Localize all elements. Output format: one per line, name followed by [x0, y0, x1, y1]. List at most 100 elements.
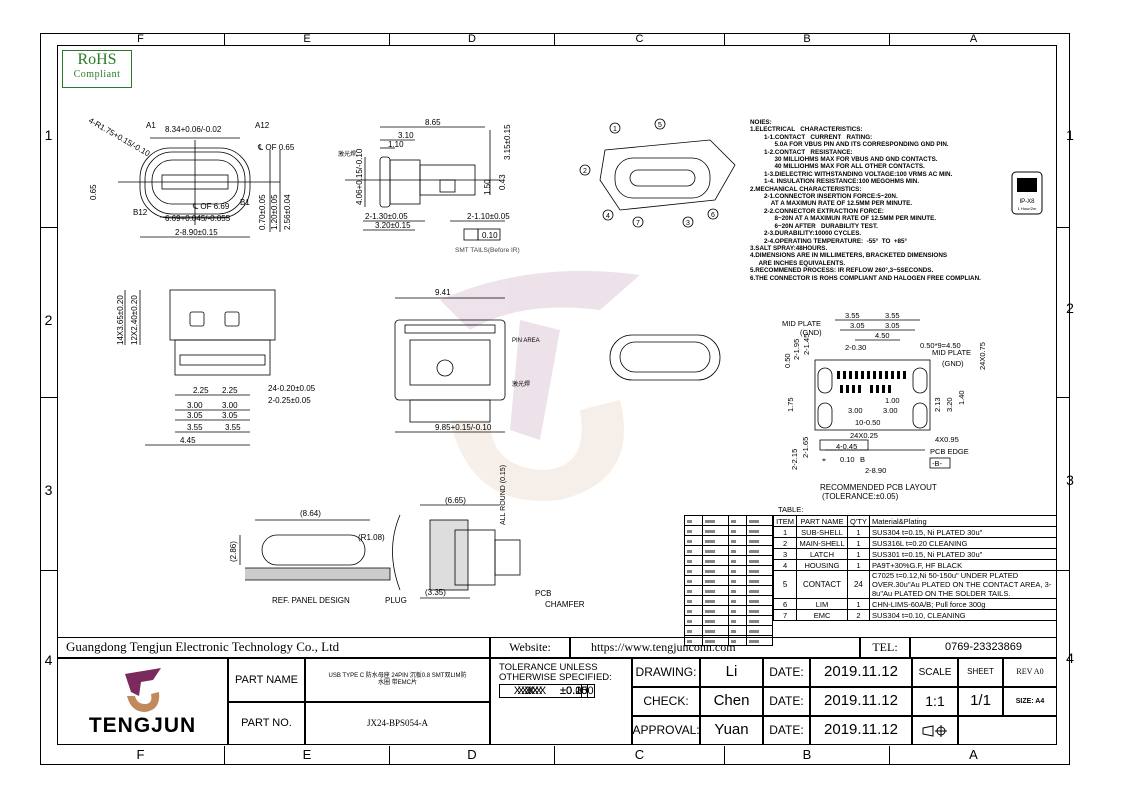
illegible-mark — [687, 570, 692, 573]
bom-cell: 1 — [846, 598, 871, 610]
check-date: 2019.11.12 — [810, 687, 912, 716]
pin-grid-cell — [727, 585, 747, 596]
flatness-tol: 0.10 — [482, 231, 498, 240]
dim: 24X0.25 — [850, 431, 878, 440]
illegible-mark — [748, 620, 759, 623]
rohs-subtitle: Compliant — [73, 69, 121, 80]
col-label: C — [555, 33, 725, 45]
pin-grid-cell — [684, 555, 703, 566]
notes-block: NOIES:1.ELECTRICAL CHARACTERISTICS: 1-1.… — [750, 119, 981, 282]
dim: 0.50*9=4.50 — [920, 341, 961, 350]
tolerance-format: X.XX — [517, 684, 543, 697]
pin-grid-cell — [701, 575, 729, 586]
bom-cell: 1 — [846, 537, 871, 549]
note-line: 2-2.CONNECTOR EXTRACTION FORCE: — [750, 207, 884, 215]
dim: 4.06+0.15/-0.10 — [355, 148, 364, 205]
dim: (6.65) — [445, 496, 466, 505]
dim: 3.20 — [945, 397, 954, 412]
col-label: D — [390, 33, 555, 45]
bom-cell: HOUSING — [796, 559, 848, 571]
dim: 0.10 — [840, 455, 855, 464]
pin-grid-cell — [701, 525, 729, 536]
pin-grid-row — [684, 575, 774, 586]
tolerance-row: X.XXX±0.050 — [499, 683, 595, 698]
dim: 2-1.95 — [792, 339, 801, 360]
dim: 0.70±0.05 — [258, 194, 267, 230]
row-label: 2 — [44, 312, 53, 328]
illegible-mark — [730, 560, 736, 563]
balloon: 2 — [583, 168, 587, 175]
note-line: NOIES: — [750, 119, 772, 126]
side-view — [345, 126, 505, 241]
pin-grid-cell — [684, 585, 703, 596]
datum: -B- — [932, 459, 943, 468]
dim: 2-8.90 — [865, 466, 886, 475]
note-line: 5.0A FOR VBUS PIN AND ITS CORRESPONDING … — [750, 141, 949, 149]
pin-grid-cell — [701, 635, 729, 646]
part-no-value: JX24-BPS054-A — [305, 702, 490, 745]
col-label: F — [57, 746, 225, 764]
dim: 6.69+0.045/-0.055 — [165, 214, 231, 223]
dim: 10-0.50 — [855, 418, 880, 427]
illegible-mark — [730, 640, 736, 643]
note-line: ARE INCHES EQUIVALENTS. — [750, 259, 846, 267]
illegible-mark — [748, 590, 759, 593]
pin-grid-cell — [684, 615, 703, 626]
company-logo: TENGJUN — [57, 658, 228, 745]
tolerance-value: ±0.10 — [560, 684, 588, 697]
scale-value: 1:1 — [912, 687, 958, 716]
illegible-mark — [687, 540, 692, 543]
pin-grid-cell — [745, 625, 774, 636]
illegible-mark — [687, 550, 692, 553]
pin-grid-cell — [727, 625, 747, 636]
laser-note: 激光焊 — [338, 150, 356, 158]
dim: 2.25 — [193, 386, 209, 395]
bom-cell: SUB-SHELL — [796, 526, 848, 538]
bom-cell: SUS301 t=0.15, Ni PLATED 30u" — [869, 548, 1057, 560]
pin-grid-cell — [701, 595, 729, 606]
pin-grid-cell — [684, 545, 703, 556]
pcb-layout-title: RECOMMENDED PCB LAYOUT — [820, 483, 937, 492]
website-link[interactable]: https://www.tengjunconn.com — [570, 637, 860, 658]
ip-sub: 1 Hour/2m — [1018, 206, 1037, 211]
dim: 3.55 — [187, 423, 203, 432]
dim: 4-0.45 — [836, 442, 857, 451]
position-symbol-icon: ⌖ — [822, 457, 826, 464]
note-line: 1-4. INSULATION RESISTANCE:100 MEGOHMS M… — [750, 178, 920, 186]
drawn-by: Li — [700, 658, 763, 687]
pin-grid-cell — [745, 515, 774, 526]
dim: 2.56±0.04 — [283, 194, 292, 230]
top-view — [394, 297, 506, 433]
bom-cell: C7025 t=0.12,Ni 50-150u" UNDER PLATED OV… — [869, 570, 1057, 599]
pin-grid-cell — [684, 595, 703, 606]
illegible-mark — [704, 520, 715, 523]
dim: 8.34+0.06/-0.02 — [165, 125, 222, 134]
company-name: Guangdong Tengjun Electronic Technology … — [57, 637, 490, 658]
bom-cell: 1 — [846, 559, 871, 571]
pin-grid-cell — [745, 585, 774, 596]
note-line: 2-4.OPERATING TEMPERATURE: -55° TO +85° — [750, 237, 908, 245]
row-divider — [1057, 570, 1070, 571]
isometric-view — [579, 118, 736, 228]
dim: 1.50 — [483, 179, 492, 195]
tolerance-box: TOLERANCE UNLESS OTHERWISE SPECIFIED: X±… — [490, 658, 632, 745]
pin-grid-cell — [727, 535, 747, 546]
approval-label: APPROVAL: — [632, 716, 700, 745]
pin-grid-cell — [727, 595, 747, 606]
note-line: 6~20N AFTER DURABILITY TEST. — [750, 222, 878, 230]
bom-cell: 5 — [772, 570, 798, 599]
pin-grid-cell — [727, 545, 747, 556]
pin-grid-cell — [701, 625, 729, 636]
tolerance-value: ±0.2 — [560, 684, 582, 697]
row-label: 1 — [1066, 127, 1074, 143]
empty-cell — [958, 716, 1057, 745]
note-line: 2-3.DURABILITY:10000 CYCLES. — [750, 230, 862, 238]
label: PLUG — [385, 596, 407, 605]
checked-by: Chen — [700, 687, 763, 716]
illegible-mark — [748, 540, 759, 543]
paper-size: SIZE: A4 — [1003, 687, 1057, 716]
dim: 2-1.45 — [802, 334, 811, 355]
